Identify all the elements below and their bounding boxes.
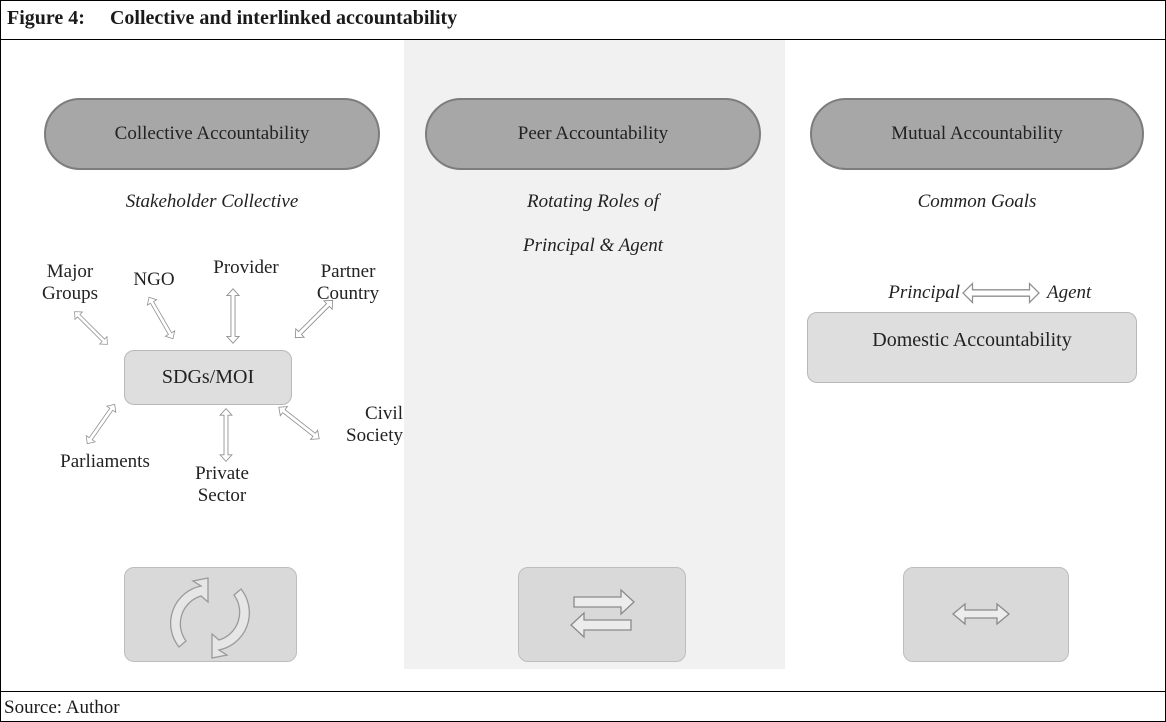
- peer-icon-box: [518, 567, 686, 662]
- domestic-accountability-box: Domestic Accountability: [807, 312, 1137, 383]
- domestic-accountability-label: Domestic Accountability: [872, 329, 1072, 351]
- civil-society-line-2: Society: [346, 425, 403, 446]
- stakeholder-partner-country: Partner Country: [305, 261, 391, 305]
- stakeholder-provider: Provider: [213, 257, 279, 278]
- double-arrow-icon: [951, 602, 1011, 626]
- common-goals-subtitle: Common Goals: [917, 191, 1037, 212]
- principal-label: Principal: [888, 282, 960, 303]
- figure-title: Figure 4: Collective and interlinked acc…: [7, 7, 458, 29]
- peer-accountability-label: Peer Accountability: [517, 123, 669, 144]
- collective-accountability-pill: Collective Accountability: [44, 98, 380, 170]
- stakeholder-parliaments: Parliaments: [60, 451, 150, 472]
- agent-label: Agent: [1047, 282, 1092, 303]
- title-bar: Figure 4: Collective and interlinked acc…: [1, 1, 1165, 40]
- collective-accountability-label: Collective Accountability: [114, 123, 310, 144]
- civil-society-line-1: Civil: [364, 403, 403, 424]
- stakeholder-collective-subtitle: Stakeholder Collective: [125, 191, 299, 212]
- peer-subtitle-line-2: Principal & Agent: [522, 235, 664, 256]
- peer-subtitle-line-1: Rotating Roles of: [527, 191, 659, 212]
- partner-country-line-2: Country: [316, 283, 380, 304]
- stakeholder-ngo: NGO: [133, 269, 175, 290]
- sdgs-moi-label: SDGs/MOI: [161, 366, 255, 388]
- circular-arrows-icon: [170, 577, 250, 659]
- major-groups-line-1: Major: [46, 261, 94, 282]
- collective-icon-box: [124, 567, 297, 662]
- stakeholder-private-sector: Private Sector: [179, 463, 265, 507]
- provider-arrow-icon: [226, 288, 240, 344]
- mutual-accountability-label: Mutual Accountability: [891, 123, 1063, 144]
- source-note: Source: Author: [4, 697, 120, 718]
- major-groups-line-2: Groups: [42, 283, 98, 304]
- partner-country-line-1: Partner: [320, 261, 376, 282]
- sdgs-moi-box: SDGs/MOI: [124, 350, 292, 405]
- civil-society-arrow-icon: [274, 402, 324, 444]
- mutual-accountability-pill: Mutual Accountability: [810, 98, 1144, 170]
- stakeholder-civil-society: Civil Society: [317, 403, 403, 447]
- ngo-arrow-icon: [143, 294, 179, 342]
- principal-agent-arrow-icon: [962, 282, 1040, 304]
- private-sector-line-2: Sector: [197, 485, 247, 506]
- private-sector-arrow-icon: [219, 408, 233, 462]
- source-bar: Source: Author: [1, 691, 1165, 722]
- opposite-arrows-icon: [570, 588, 635, 639]
- peer-accountability-pill: Peer Accountability: [425, 98, 761, 170]
- parliaments-arrow-icon: [82, 400, 120, 448]
- partner-country-arrow-icon: [290, 295, 338, 343]
- stakeholder-major-groups: Major Groups: [27, 261, 113, 305]
- private-sector-line-1: Private: [195, 463, 249, 484]
- major-groups-arrow-icon: [70, 307, 112, 349]
